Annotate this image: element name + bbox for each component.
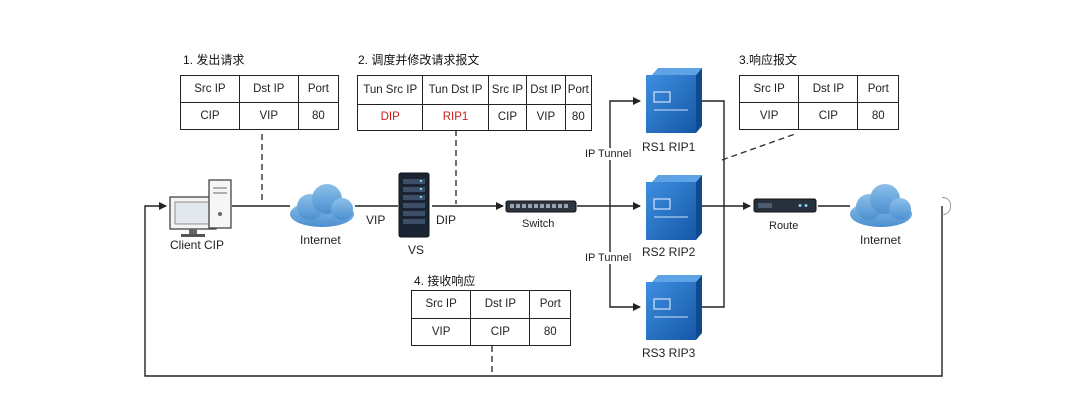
table-header: Src IP [738,75,800,103]
tunnel-to-rs3-line [609,206,641,311]
internet-left-cloud-icon [290,184,354,227]
table-cell: VIP [410,318,472,346]
internet-left-label: Internet [300,233,341,247]
internet-right-cloud-icon [850,184,912,227]
table-header: Tun Src IP [356,75,424,105]
rs-return-bus [696,100,725,308]
switch-label: Switch [522,218,555,230]
table-header: Dst IP [526,75,566,105]
table-header: Src IP [180,75,240,103]
vs-server-icon [398,172,430,238]
step2-label: 2. 调度并修改请求报文 [358,53,480,67]
step4-label: 4. 接收响应 [414,274,476,288]
rs2-label: RS2 RIP2 [642,245,696,259]
table-header: Src IP [487,75,528,105]
tunnel-to-rs1-line [609,97,641,206]
flow-lines [144,97,943,377]
rs1-server-icon [646,68,702,133]
vip-label: VIP [366,213,386,227]
ip-tunnel-upper-label: IP Tunnel [585,148,632,160]
table-cell: 80 [529,318,571,346]
table-header: Port [564,75,593,105]
table-cell: VIP [238,102,299,130]
table-cell: 80 [564,104,593,131]
step1-label: 1. 发出请求 [183,53,245,67]
table-cell: VIP [738,102,800,130]
dashed-leaders [261,130,796,374]
ip-tunnel-lower-label: IP Tunnel [585,252,632,264]
table-header: Dst IP [798,75,859,103]
table-header: Src IP [410,290,472,319]
route-label: Route [769,220,799,232]
switch-device-icon [505,200,577,213]
client-label: Client CIP [170,238,225,252]
table-header: Port [297,75,340,103]
table-cell: 80 [857,102,899,130]
packet-table-request: Src IP Dst IP Port CIP VIP 80 [180,75,340,130]
table-cell: CIP [487,104,528,131]
packet-table-receive: Src IP Dst IP Port VIP CIP 80 [410,290,571,346]
table-cell: DIP [356,104,424,131]
response-return-line [144,202,943,377]
table-cell: CIP [470,318,531,346]
rs2-server-icon [646,175,702,240]
table-header: Tun Dst IP [422,75,489,105]
table-header: Port [529,290,571,319]
router-device-icon [753,198,817,213]
internet-right-label: Internet [860,233,901,247]
table-header: Dst IP [470,290,531,319]
table-cell: RIP1 [422,104,489,131]
rs3-server-icon [646,275,702,340]
table-cell: CIP [180,102,240,130]
packet-table-response: Src IP Dst IP Port VIP CIP 80 [738,75,899,130]
vs-label: VS [408,243,425,257]
step3-label: 3.响应报文 [739,53,798,67]
table-cell: VIP [526,104,566,131]
table-cell: CIP [798,102,859,130]
table-header: Port [857,75,899,103]
table-header: Dst IP [238,75,299,103]
rs1-label: RS1 RIP1 [642,140,696,154]
packet-table-tunnel: Tun Src IP Tun Dst IP Src IP Dst IP Port… [356,75,593,131]
rs3-label: RS3 RIP3 [642,346,696,360]
client-computer-icon [169,179,232,237]
table-cell: 80 [297,102,340,130]
dip-label: DIP [436,213,457,227]
